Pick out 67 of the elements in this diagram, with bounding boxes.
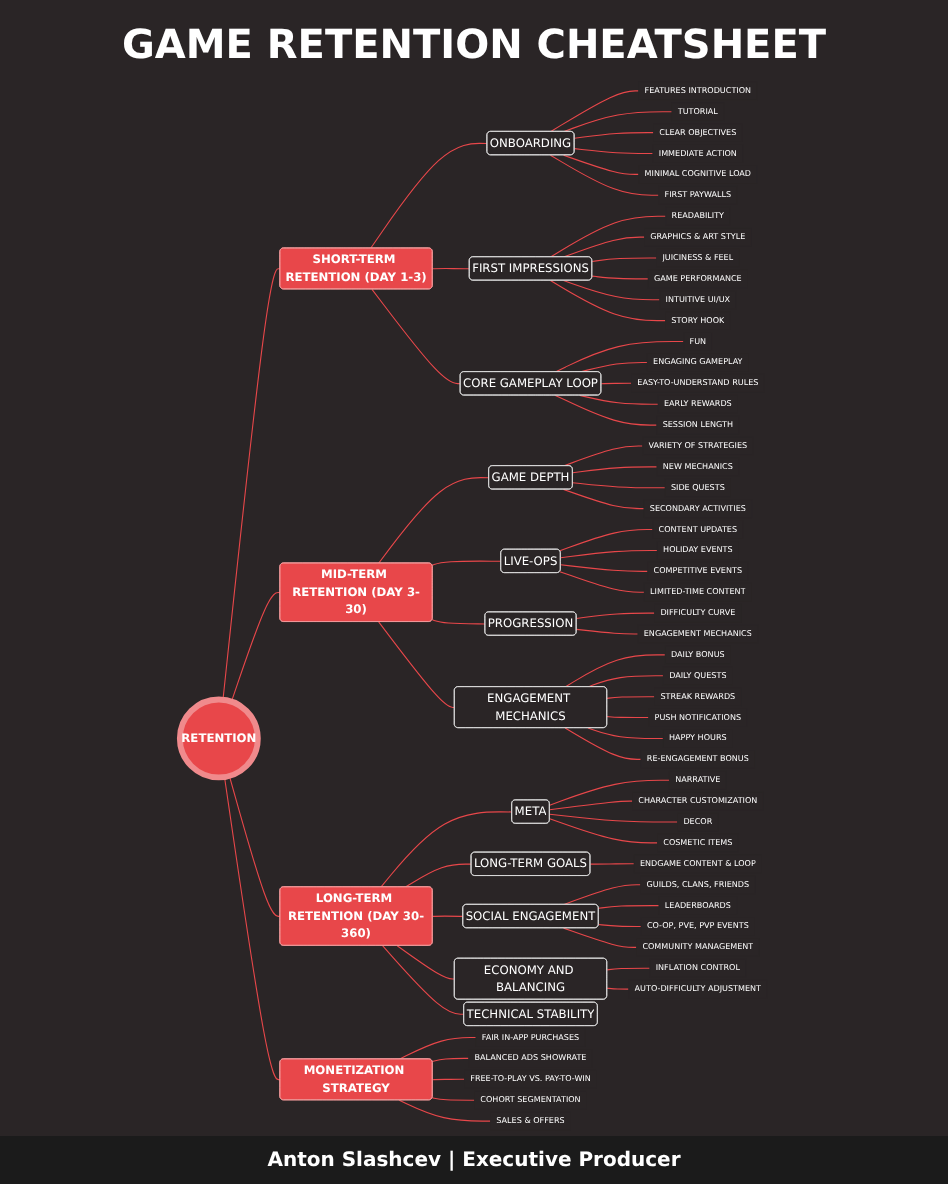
connector — [563, 488, 646, 510]
connector — [574, 132, 655, 139]
connector — [563, 927, 638, 948]
connector — [559, 529, 654, 552]
connector — [370, 142, 489, 249]
connector — [432, 915, 465, 917]
connector — [588, 727, 665, 740]
connector — [550, 215, 667, 258]
connector — [229, 775, 282, 917]
connector — [576, 612, 656, 620]
connector — [372, 288, 462, 385]
connector — [432, 1097, 476, 1101]
connector — [563, 154, 640, 175]
connector — [607, 696, 656, 699]
connector — [549, 818, 659, 844]
title: GAME RETENTION CHEATSHEET — [119, 20, 829, 68]
connector — [399, 1037, 478, 1060]
connector — [549, 779, 671, 806]
connector — [563, 280, 661, 301]
connector — [549, 813, 679, 823]
connector — [549, 800, 634, 811]
connector — [574, 148, 655, 155]
connector — [378, 621, 456, 709]
connector — [559, 571, 646, 593]
connector — [579, 361, 649, 373]
connector — [607, 967, 651, 971]
connector — [555, 394, 658, 426]
connector — [550, 280, 667, 322]
connector — [224, 776, 282, 1081]
connector — [560, 549, 659, 559]
connector — [607, 716, 650, 719]
connector — [550, 154, 660, 196]
connector — [555, 341, 685, 373]
connector — [382, 945, 466, 1015]
connector — [590, 863, 636, 865]
connector — [380, 811, 514, 888]
connector — [579, 394, 660, 405]
connector — [572, 482, 667, 489]
connector — [560, 564, 649, 572]
connector — [563, 445, 644, 467]
connector — [588, 675, 665, 688]
connector — [378, 477, 491, 564]
connector — [592, 257, 658, 263]
author-credit: Anton Slashcev | Executive Producer — [267, 1149, 681, 1171]
connector — [432, 619, 487, 625]
connector — [432, 268, 471, 270]
connector — [576, 628, 640, 635]
connector — [223, 268, 282, 701]
connector — [601, 382, 633, 385]
connector — [598, 905, 661, 909]
connector — [231, 592, 282, 703]
connector — [607, 987, 630, 990]
connector — [405, 863, 473, 888]
connector — [432, 1057, 470, 1063]
connector — [565, 727, 643, 760]
connector — [432, 1078, 466, 1081]
connector — [563, 236, 646, 258]
connector — [397, 945, 456, 980]
connector — [565, 654, 667, 688]
connector — [563, 884, 642, 906]
connector — [592, 275, 650, 280]
connector — [399, 1099, 492, 1122]
connector — [598, 924, 643, 928]
connector — [550, 90, 640, 133]
connector — [563, 111, 674, 133]
connector — [572, 466, 659, 474]
connector — [432, 560, 503, 566]
